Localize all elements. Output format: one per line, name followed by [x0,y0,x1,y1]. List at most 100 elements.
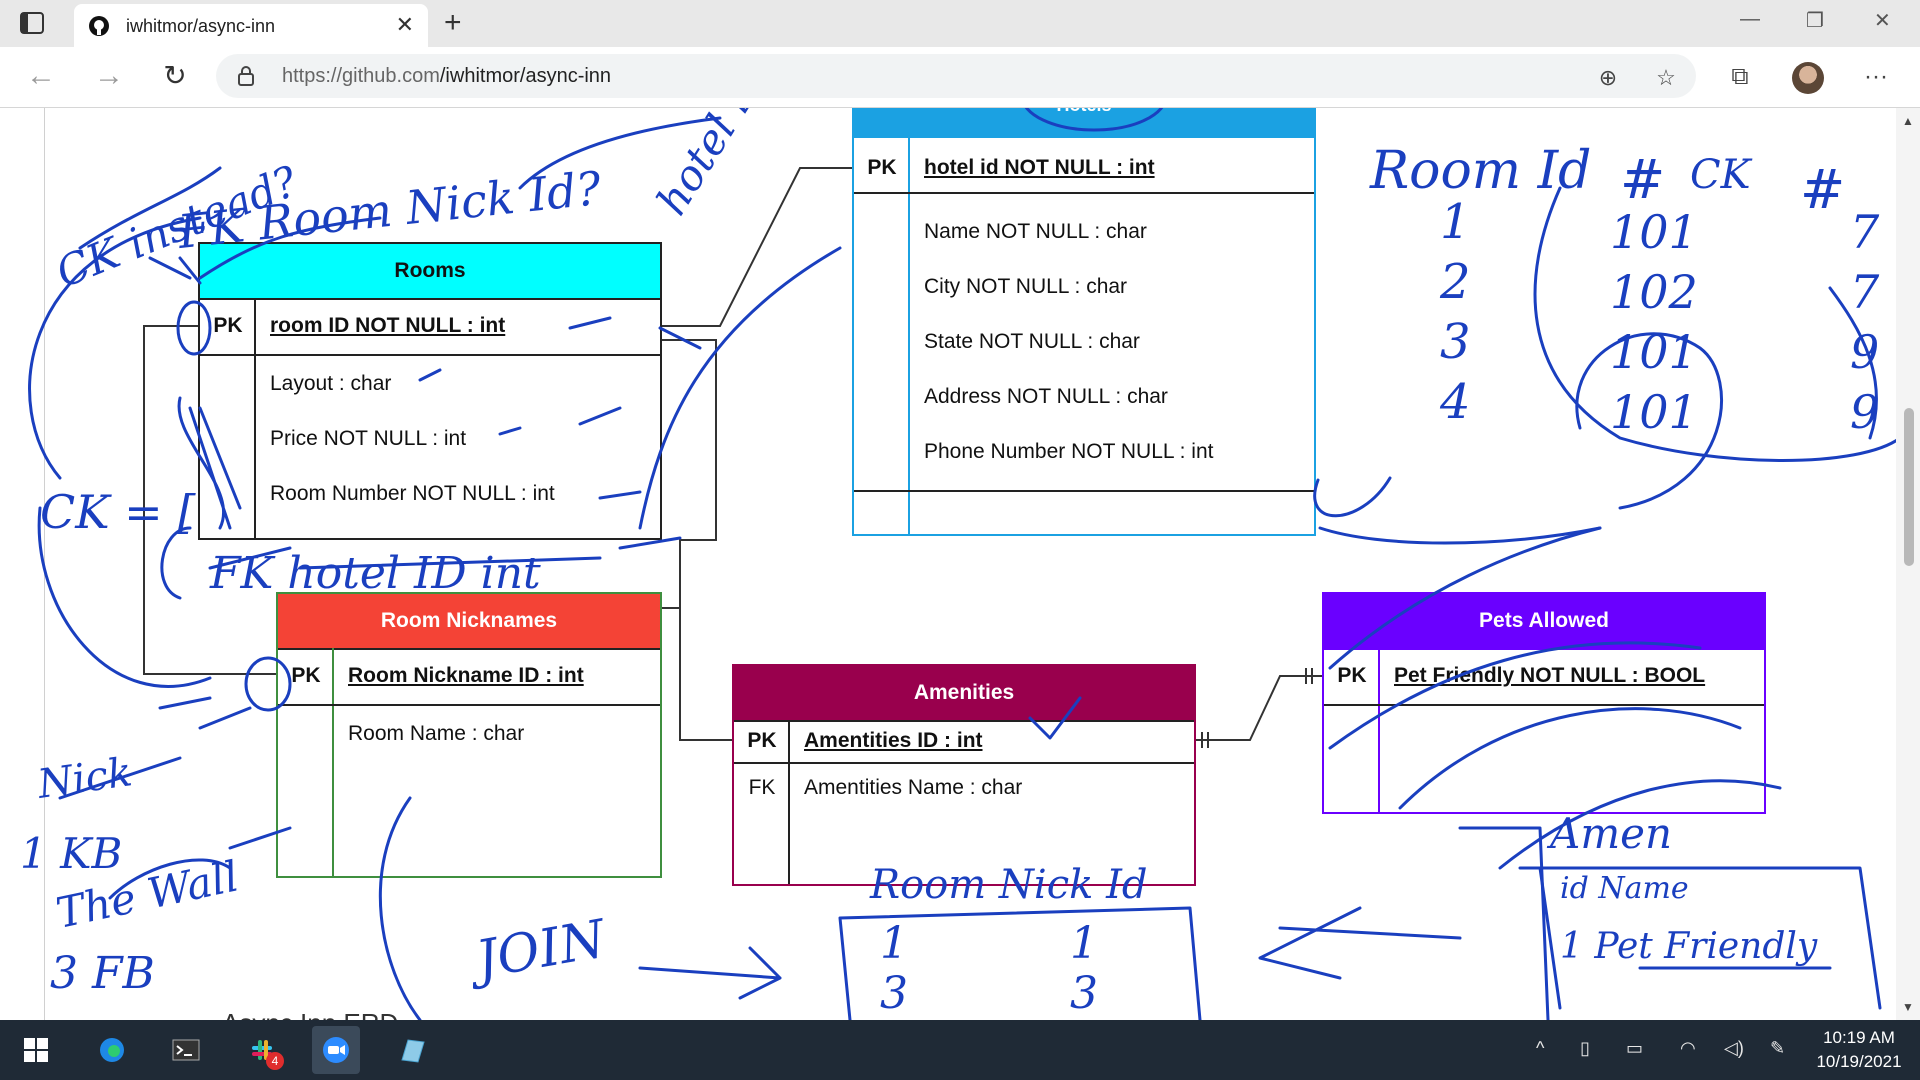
svg-text:3: 3 [1440,314,1471,370]
svg-text:4: 4 [1439,374,1471,430]
slack-app[interactable]: 4 [238,1026,286,1074]
field-text: City NOT NULL : char [924,275,1128,298]
pen-icon[interactable]: ✎ [1770,1038,1786,1058]
windows-icon [24,1038,48,1062]
rooms-pk-row: PK room ID NOT NULL : int [200,298,660,353]
more-icon[interactable]: ··· [1864,63,1888,90]
edge-icon [100,1038,124,1062]
restore-icon[interactable]: ❐ [1806,10,1824,32]
pk-field: Amentities ID : int [804,729,983,752]
terminal-icon [172,1039,200,1061]
room-nicknames-pk-row: PK Room Nickname ID : int [278,648,660,703]
hotels-field-row: State NOT NULL : char [854,314,1314,369]
rooms-table-header: Rooms [200,244,660,300]
svg-text:JOIN: JOIN [463,909,611,992]
address-toolbar: ← → ↻ https://github.com/iwhitmor/async-… [0,47,1920,108]
vertical-scrollbar[interactable]: ▲ ▼ [1896,108,1920,1020]
page-left-border [44,108,45,1020]
amenities-table-header: Amenities [734,666,1194,722]
collections-icon[interactable]: ⧉ [1731,63,1749,90]
pk-label: PK [213,314,243,337]
avatar[interactable] [1792,62,1824,94]
volume-icon[interactable]: ◁) [1724,1038,1744,1058]
edge-app[interactable] [88,1026,136,1074]
back-icon[interactable]: ← [26,59,56,92]
field-text: State NOT NULL : char [924,330,1140,353]
windows-taskbar: 4 ^ ▯ ▭ ◠ ◁) ✎ 10:19 AM 10/19/2021 [0,1020,1920,1080]
window-close-icon[interactable]: ✕ [1874,10,1891,32]
fk-field: Amentities Name : char [804,776,1023,799]
tab-strip: iwhitmor/async-inn ✕ + — ❐ ✕ [0,0,1920,47]
browser-tab[interactable]: iwhitmor/async-inn ✕ [74,4,428,47]
pk-label: PK [1337,664,1367,687]
svg-text:1 Pet Friendly: 1 Pet Friendly [1560,926,1818,967]
terminal-app[interactable] [162,1026,210,1074]
hotels-bottom-divider [854,490,1314,492]
field-text: Address NOT NULL : char [924,385,1168,408]
whiteboard-app[interactable] [388,1026,436,1074]
diagram-caption: Async Inn ERD [222,1008,398,1020]
svg-text:3: 3 [1070,968,1098,1019]
new-tab-icon[interactable]: + [444,6,462,39]
scrollbar-thumb[interactable] [1904,408,1914,566]
pets-allowed-pk-row: PK Pet Friendly NOT NULL : BOOL [1324,648,1764,703]
amenities-pk-row: PK Amentities ID : int [734,720,1194,762]
refresh-icon[interactable]: ↻ [163,60,187,91]
svg-text:101: 101 [1610,205,1698,259]
address-field[interactable]: https://github.com/iwhitmor/async-inn ⊕ … [216,54,1696,98]
minimize-icon[interactable]: — [1740,8,1760,30]
usb-icon[interactable]: ▯ [1580,1038,1590,1058]
svg-text:102: 102 [1610,265,1698,319]
lock-icon [238,66,254,86]
battery-icon[interactable]: ▭ [1626,1038,1644,1058]
svg-text:CK = [: CK = [ [40,485,196,539]
hotels-field-row: Address NOT NULL : char [854,369,1314,424]
room-nicknames-table: Room Nicknames PK Room Nickname ID : int… [276,592,662,878]
pets-allowed-divider [1324,704,1764,706]
svg-text:1 KB: 1 KB [20,829,122,878]
field-text: Room Name : char [348,722,525,745]
page-content: Hotels PK hotel id NOT NULL : int Name N… [0,108,1920,1020]
tab-close-icon[interactable]: ✕ [395,12,414,37]
amenities-divider [734,762,1194,764]
forward-icon[interactable]: → [94,59,124,92]
whiteboard-icon [401,1039,425,1063]
pk-field: hotel id NOT NULL : int [924,156,1155,179]
pk-field: Room Nickname ID : int [348,664,584,687]
hotels-table: Hotels PK hotel id NOT NULL : int Name N… [852,108,1316,536]
tray-chevron-icon[interactable]: ^ [1536,1038,1545,1058]
amenities-key-column [734,720,790,884]
svg-text:#: # [1620,148,1665,211]
scroll-down-icon[interactable]: ▼ [1902,1000,1914,1014]
zoom-app[interactable] [312,1026,360,1074]
scroll-up-icon[interactable]: ▲ [1902,114,1914,128]
wifi-icon[interactable]: ◠ [1680,1038,1696,1058]
field-text: Layout : char [270,372,392,395]
pk-label: PK [291,664,321,687]
start-button[interactable] [12,1026,60,1074]
svg-text:The Wall: The Wall [52,851,243,937]
tab-actions-icon[interactable] [20,12,44,34]
amenities-fk-row: FK Amentities Name : char [734,766,1194,810]
pets-allowed-table: Pets Allowed PK Pet Friendly NOT NULL : … [1322,592,1766,814]
clock-date: 10/19/2021 [1816,1052,1902,1071]
pk-field: room ID NOT NULL : int [270,314,506,337]
add-favorite-icon[interactable]: ☆ [1656,65,1676,90]
svg-text:CK: CK [1690,152,1753,198]
rooms-field-row: Room Number NOT NULL : int [200,466,660,521]
svg-text:1: 1 [1070,918,1098,969]
rooms-field-row: Layout : char [200,356,660,411]
hotels-field-row: Name NOT NULL : char [854,204,1314,259]
svg-text:7: 7 [1850,265,1880,319]
zoom-camera-icon [323,1037,349,1063]
system-clock[interactable]: 10:19 AM 10/19/2021 [1804,1026,1914,1074]
zoom-icon[interactable]: ⊕ [1598,65,1618,90]
svg-text:2: 2 [1439,254,1471,310]
svg-text:7: 7 [1850,205,1880,259]
svg-text:Room Id: Room Id [1369,141,1591,201]
hotels-table-header: Hotels [854,108,1314,138]
svg-text:id Name: id Name [1560,871,1689,906]
pk-label: PK [867,156,897,179]
url-text: https://github.com/iwhitmor/async-inn [282,65,612,87]
hotels-field-row: City NOT NULL : char [854,259,1314,314]
